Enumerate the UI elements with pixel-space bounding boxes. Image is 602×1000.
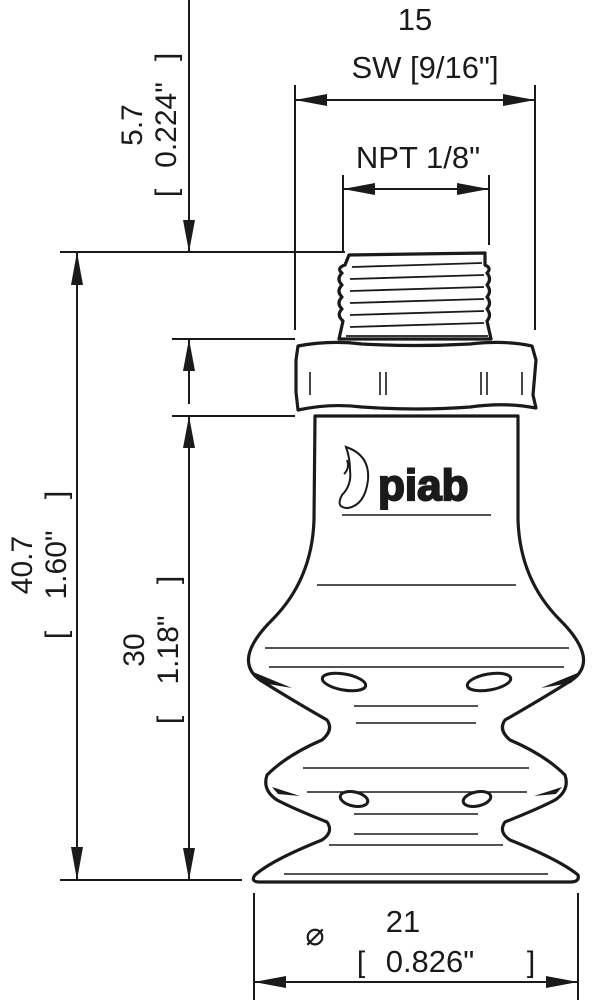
thread-length-mm: 5.7 [116,104,149,146]
diameter-mm: 21 [386,904,420,939]
bracket-close: ] [150,53,183,61]
bracket-open: [ [40,630,73,639]
body-height-inch: 1.18" [152,615,185,684]
vent-hole [320,671,368,693]
vent-hole [465,671,513,693]
diameter-inch: 0.826" [386,944,475,979]
diameter-symbol: ⌀ [305,916,324,952]
diameter-label: ⌀ 21 [ 0.826" ] [305,904,535,979]
dimension-line-diameter [254,976,578,988]
overall-height-mm: 40.7 [6,536,39,594]
overall-height-label: 40.7 1.60" [ ] [6,491,73,639]
bracket-open: [ [357,946,366,979]
dimension-line-overall-height [71,252,83,880]
logo-text: piab [378,461,468,510]
thread-length-inch: 0.224" [150,82,183,168]
bracket-close: ] [152,576,185,584]
dimension-line-thread [343,183,489,195]
thread-label: NPT 1/8" [356,140,480,175]
piab-logo: piab [338,445,491,516]
thread-length-label: 5.7 0.224" [ ] [116,53,183,197]
hex-nut [294,340,538,412]
bracket-close: ] [40,491,73,499]
vent-hole [338,790,370,808]
wrench-size-label: SW [9/16"] [351,50,498,85]
bracket-close: ] [527,946,535,979]
wrench-size-value: 15 [398,2,432,37]
bracket-open: [ [152,715,185,724]
suction-cup-bellows: piab [246,414,586,884]
threaded-nipple [337,251,493,341]
bracket-open: [ [150,188,183,197]
dimension-line-wrench-size [295,94,535,106]
overall-height-inch: 1.60" [40,530,73,599]
body-height-label: 30 1.18" [ ] [118,576,185,724]
vent-hole [461,790,493,808]
body-height-mm: 30 [118,633,151,666]
dimension-line-thread-length [183,0,195,880]
